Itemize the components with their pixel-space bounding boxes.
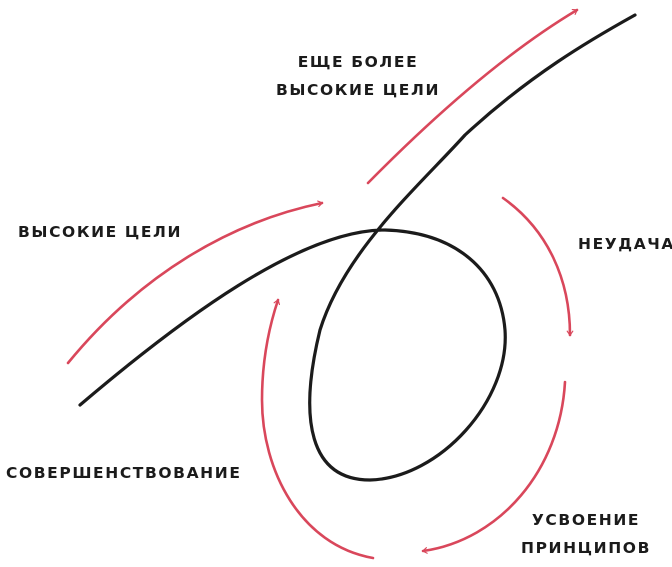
label-mastery: УСВОЕНИЕ ПРИНЦИПОВ bbox=[516, 506, 656, 562]
arrow-mastery bbox=[421, 380, 567, 554]
label-even-higher-goals-line1: ЕЩЕ БОЛЕЕ bbox=[297, 53, 419, 71]
label-even-higher-goals-line2: ВЫСОКИЕ ЦЕЛИ bbox=[275, 81, 441, 99]
label-failure: НЕУДАЧА bbox=[578, 235, 672, 253]
arrow-failure bbox=[501, 196, 574, 337]
label-high-goals: ВЫСОКИЕ ЦЕЛИ bbox=[18, 223, 183, 241]
progress-loop-curve bbox=[78, 13, 637, 482]
arrow-high-goals bbox=[66, 200, 324, 365]
arrow-improvement bbox=[260, 298, 375, 560]
label-mastery-line1: УСВОЕНИЕ bbox=[531, 511, 641, 529]
label-even-higher-goals: ЕЩЕ БОЛЕЕ ВЫСОКИЕ ЦЕЛИ bbox=[268, 48, 448, 104]
label-improvement: СОВЕРШЕНСТВОВАНИЕ bbox=[6, 464, 242, 482]
label-mastery-line2: ПРИНЦИПОВ bbox=[521, 539, 651, 557]
arrow-even-higher-goals bbox=[366, 8, 579, 185]
